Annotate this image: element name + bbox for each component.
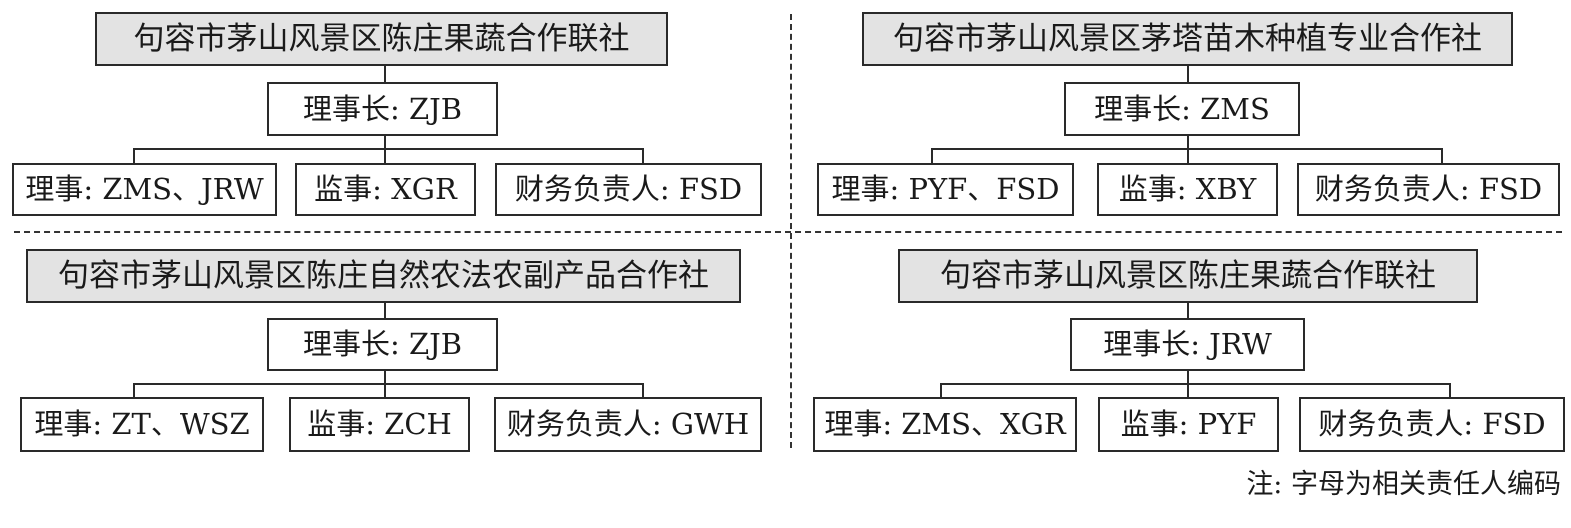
cooperative-title: 句容市茅山风景区陈庄果蔬合作联社 bbox=[898, 249, 1478, 303]
director-box: 理事: ZMS、JRW bbox=[12, 163, 277, 216]
connector-title-chairman bbox=[384, 303, 386, 318]
cooperative-title: 句容市茅山风景区陈庄自然农法农副产品合作社 bbox=[26, 249, 741, 303]
finance-officer-box: 财务负责人: FSD bbox=[1297, 163, 1560, 216]
finance-officer-box: 财务负责人: FSD bbox=[1299, 397, 1565, 452]
director-box: 理事: PYF、FSD bbox=[817, 163, 1074, 216]
connector-bus bbox=[133, 383, 644, 385]
connector-drop-1 bbox=[940, 383, 942, 397]
connector-title-chairman bbox=[384, 66, 386, 82]
supervisor-box: 监事: ZCH bbox=[289, 397, 470, 452]
director-box: 理事: ZMS、XGR bbox=[813, 397, 1077, 452]
supervisor-box: 监事: PYF bbox=[1098, 397, 1279, 452]
connector-drop-1 bbox=[133, 148, 135, 163]
connector-title-chairman bbox=[1187, 303, 1189, 318]
cooperative-title: 句容市茅山风景区陈庄果蔬合作联社 bbox=[95, 12, 668, 66]
director-box: 理事: ZT、WSZ bbox=[20, 397, 264, 452]
supervisor-box: 监事: XGR bbox=[295, 163, 476, 216]
finance-officer-box: 财务负责人: GWH bbox=[494, 397, 762, 452]
connector-drop-3 bbox=[1449, 383, 1451, 397]
cooperative-title: 句容市茅山风景区茅塔苗木种植专业合作社 bbox=[862, 12, 1513, 66]
connector-drop-3 bbox=[1441, 148, 1443, 163]
connector-bus bbox=[940, 383, 1451, 385]
supervisor-box: 监事: XBY bbox=[1097, 163, 1278, 216]
vertical-divider bbox=[790, 14, 792, 448]
finance-officer-box: 财务负责人: FSD bbox=[495, 163, 762, 216]
horizontal-divider bbox=[14, 231, 1562, 233]
chairman-box: 理事长: ZJB bbox=[267, 82, 498, 136]
connector-title-chairman bbox=[1187, 66, 1189, 82]
connector-drop-1 bbox=[133, 383, 135, 397]
connector-drop-1 bbox=[931, 148, 933, 163]
footnote: 注: 字母为相关责任人编码 bbox=[1246, 469, 1561, 500]
connector-bus bbox=[931, 148, 1443, 150]
connector-drop-3 bbox=[642, 383, 644, 397]
chairman-box: 理事长: ZMS bbox=[1064, 82, 1300, 136]
connector-drop-3 bbox=[642, 148, 644, 163]
chairman-box: 理事长: ZJB bbox=[267, 318, 498, 371]
chairman-box: 理事长: JRW bbox=[1070, 318, 1305, 371]
connector-bus bbox=[133, 148, 644, 150]
